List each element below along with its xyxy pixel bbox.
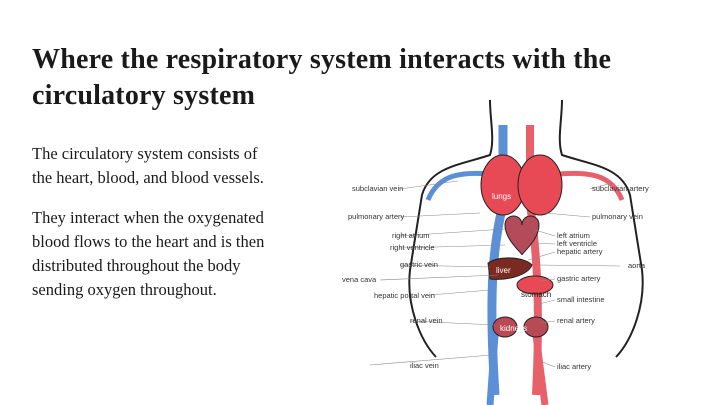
label-renal-artery: renal artery bbox=[557, 316, 595, 325]
label-iliac-artery: iliac artery bbox=[557, 362, 591, 371]
label-small-intestine: small intestine bbox=[557, 295, 605, 304]
paragraph-circulatory-definition: The circulatory system consists of the h… bbox=[32, 144, 264, 187]
label-hepatic-portal-vein: hepatic portal vein bbox=[374, 291, 435, 300]
label-renal-vein: renal vein bbox=[410, 316, 443, 325]
label-pulmonary-vein: pulmonary vein bbox=[592, 212, 643, 221]
slide-title: Where the respiratory system interacts w… bbox=[32, 44, 612, 111]
right-lung bbox=[517, 154, 563, 216]
label-right-ventricle: right ventricle bbox=[390, 243, 435, 252]
left-leg-artery bbox=[532, 334, 549, 405]
organ-label-stomach: stomach bbox=[521, 290, 551, 299]
label-gastric-vein: gastric vein bbox=[400, 260, 438, 269]
right-arm-vessel bbox=[549, 170, 625, 202]
label-subclavian-artery: subclavian artery bbox=[592, 184, 649, 193]
label-hepatic-artery: hepatic artery bbox=[557, 247, 603, 256]
label-left-ventricle: left ventricle bbox=[557, 239, 597, 248]
label-aorta: aorta bbox=[628, 261, 646, 270]
label-gastric-artery: gastric artery bbox=[557, 274, 601, 283]
right-kidney bbox=[523, 316, 549, 338]
label-iliac-vein: iliac vein bbox=[410, 361, 439, 370]
label-vena-cava: vena cava bbox=[342, 275, 377, 284]
right-leg-vein bbox=[486, 334, 499, 405]
liver bbox=[487, 257, 533, 280]
label-pulmonary-artery: pulmonary artery bbox=[348, 212, 405, 221]
label-subclavian-vein: subclavian vein bbox=[352, 184, 403, 193]
heart bbox=[504, 215, 540, 256]
organ-label-kidneys: kidneys bbox=[500, 324, 527, 333]
left-kidney bbox=[492, 316, 518, 338]
paragraph-interaction: They interact when the oxygenated blood … bbox=[32, 208, 265, 299]
slide-body: The circulatory system consists of the h… bbox=[32, 142, 272, 318]
circulatory-diagram-svg: lungs liver stomach kidneys subclavian v… bbox=[342, 99, 649, 405]
body-outline bbox=[408, 99, 644, 358]
label-right-atrium: right atrium bbox=[392, 231, 430, 240]
organ-label-liver: liver bbox=[496, 266, 511, 275]
label-left-atrium: left atrium bbox=[557, 231, 590, 240]
organ-label-lungs: lungs bbox=[492, 192, 511, 201]
circulatory-system-diagram: lungs liver stomach kidneys subclavian v… bbox=[340, 95, 710, 405]
